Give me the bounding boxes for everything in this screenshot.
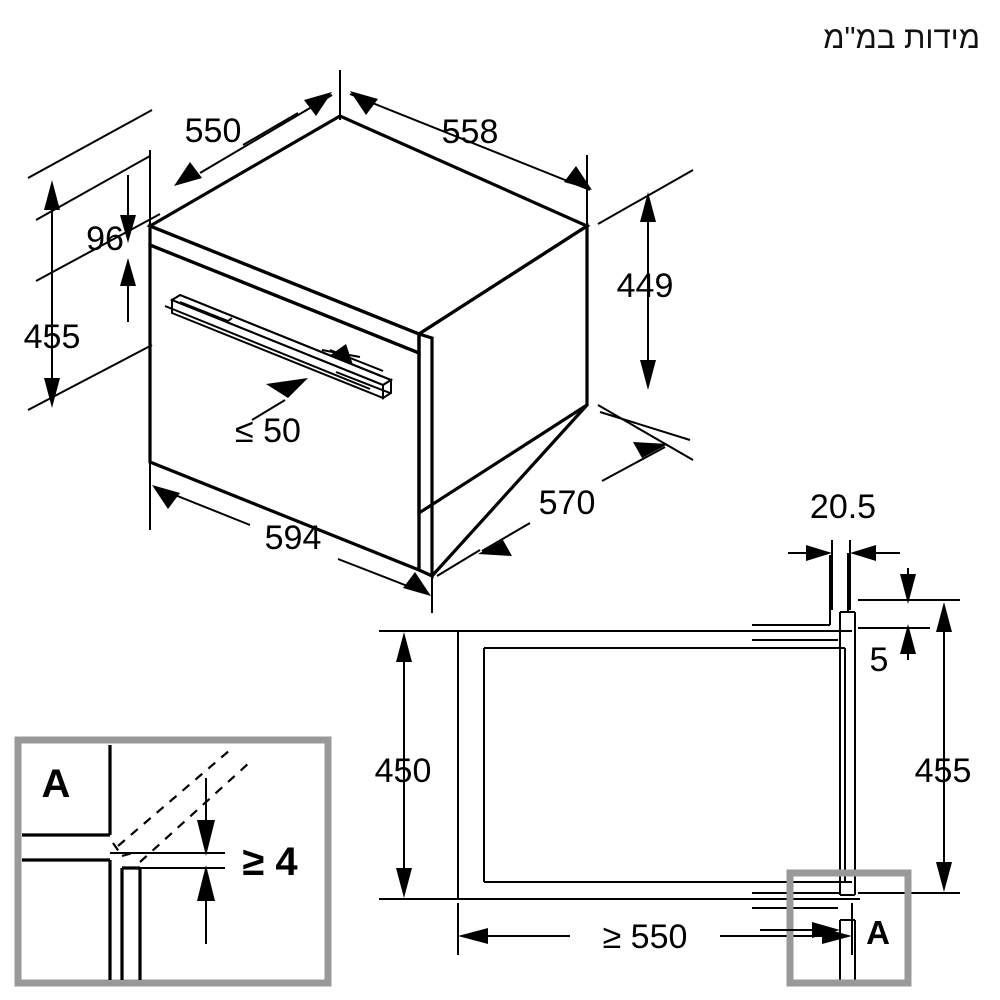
detail-a-view: ≥ 4 A	[14, 736, 332, 987]
dimension-handle-depth: ≤ 50	[235, 344, 361, 450]
dimension-594-label: 594	[265, 519, 322, 557]
dimension-570: 570	[436, 411, 691, 577]
dimension-550-min-label: ≥ 550	[603, 918, 688, 956]
dimension-558: 558	[349, 91, 592, 228]
dimension-455-iso: 455	[24, 109, 153, 411]
dimension-5-label: 5	[870, 641, 889, 679]
detail-a-callout-label: A	[866, 914, 890, 951]
dimension-96-label: 96	[86, 220, 124, 258]
dimension-96: 96	[35, 155, 161, 322]
dimension-20-5-label: 20.5	[810, 488, 876, 526]
dimension-455-section-label: 455	[915, 752, 972, 790]
dimension-450: 450	[375, 630, 458, 900]
detail-a-view-label: A	[42, 762, 71, 806]
detail-a-callout: A	[760, 869, 912, 987]
niche-front-view	[379, 630, 860, 900]
dimension-449-label: 449	[617, 267, 674, 305]
drawing-title: מידות במ"מ	[823, 20, 980, 55]
oven-door-handle	[164, 293, 394, 400]
dimension-570-label: 570	[539, 484, 596, 522]
dimension-455-section: 455	[858, 599, 972, 894]
dimension-449: 449	[597, 169, 694, 461]
dimension-450-label: 450	[375, 752, 432, 790]
dimension-455-iso-label: 455	[24, 318, 81, 356]
dimension-594: 594	[149, 462, 433, 613]
cabinet-section-view	[752, 553, 856, 985]
dimension-550-label: 550	[185, 112, 242, 150]
dimension-handle-depth-label: ≤ 50	[235, 412, 301, 450]
dimension-558-label: 558	[442, 113, 499, 151]
dimension-20-5: 20.5	[788, 488, 900, 610]
dimension-4-min-label: ≥ 4	[242, 840, 298, 884]
dimension-550: 550	[149, 70, 341, 228]
oven-isometric-body	[146, 114, 591, 579]
